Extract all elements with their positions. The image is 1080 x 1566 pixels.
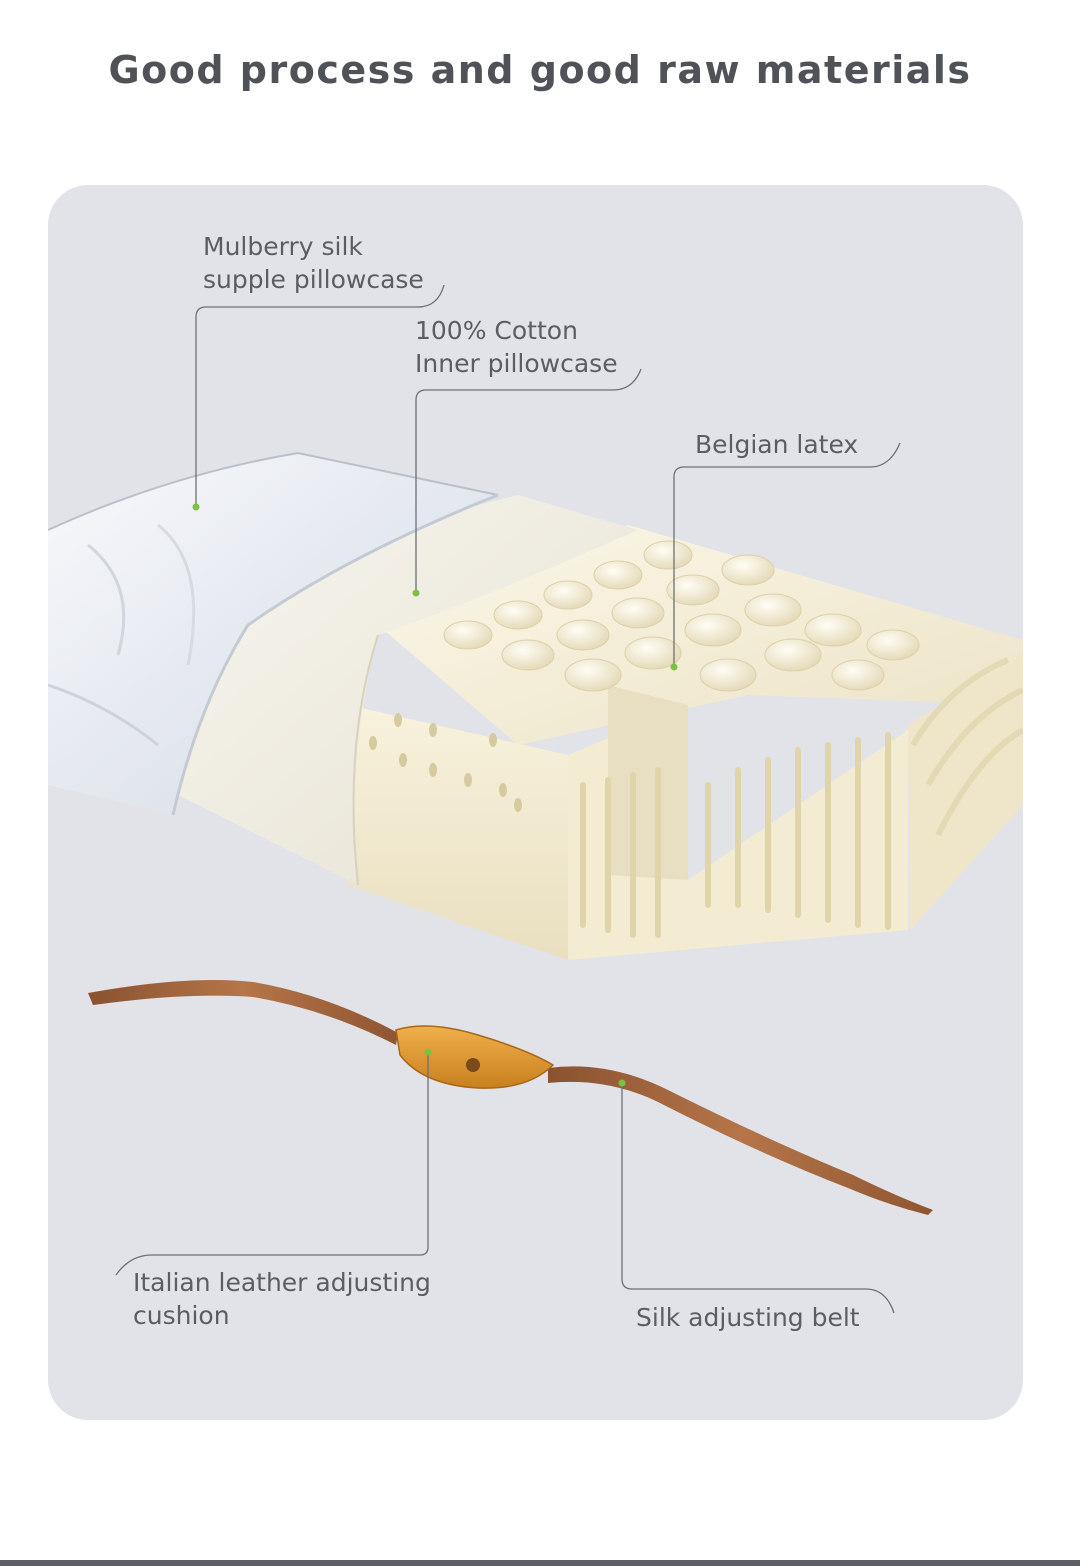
page-title: Good process and good raw materials [108,48,972,92]
product-diagram-panel: Mulberry silk supple pillowcase 100% Cot… [48,185,1023,1420]
callout-leader-lines [115,284,901,1314]
callout-cotton: 100% Cotton Inner pillowcase [415,314,618,380]
pillow-layers-illustration [48,284,1023,1314]
silk-adjusting-belt [88,980,933,1215]
callout-leather: Italian leather adjusting cushion [133,1266,431,1332]
callout-leather-line2: cushion [133,1301,230,1330]
callout-cotton-line1: 100% Cotton [415,316,578,345]
callout-mulberry-silk: Mulberry silk supple pillowcase [203,230,424,296]
silk-pillowcase [48,451,499,816]
leather-cushion [395,1025,555,1089]
callout-belt: Silk adjusting belt [636,1301,860,1334]
callout-cotton-line2: Inner pillowcase [415,349,618,378]
callout-leather-line1: Italian leather adjusting [133,1268,431,1297]
callout-mulberry-silk-line1: Mulberry silk [203,232,363,261]
callout-latex: Belgian latex [695,428,858,461]
callout-belt-line1: Silk adjusting belt [636,1303,860,1332]
callout-latex-line1: Belgian latex [695,430,859,459]
latex-core [348,525,1023,960]
callout-markers [192,503,678,1087]
bottom-divider [0,1560,1080,1566]
callout-mulberry-silk-line2: supple pillowcase [203,265,424,294]
